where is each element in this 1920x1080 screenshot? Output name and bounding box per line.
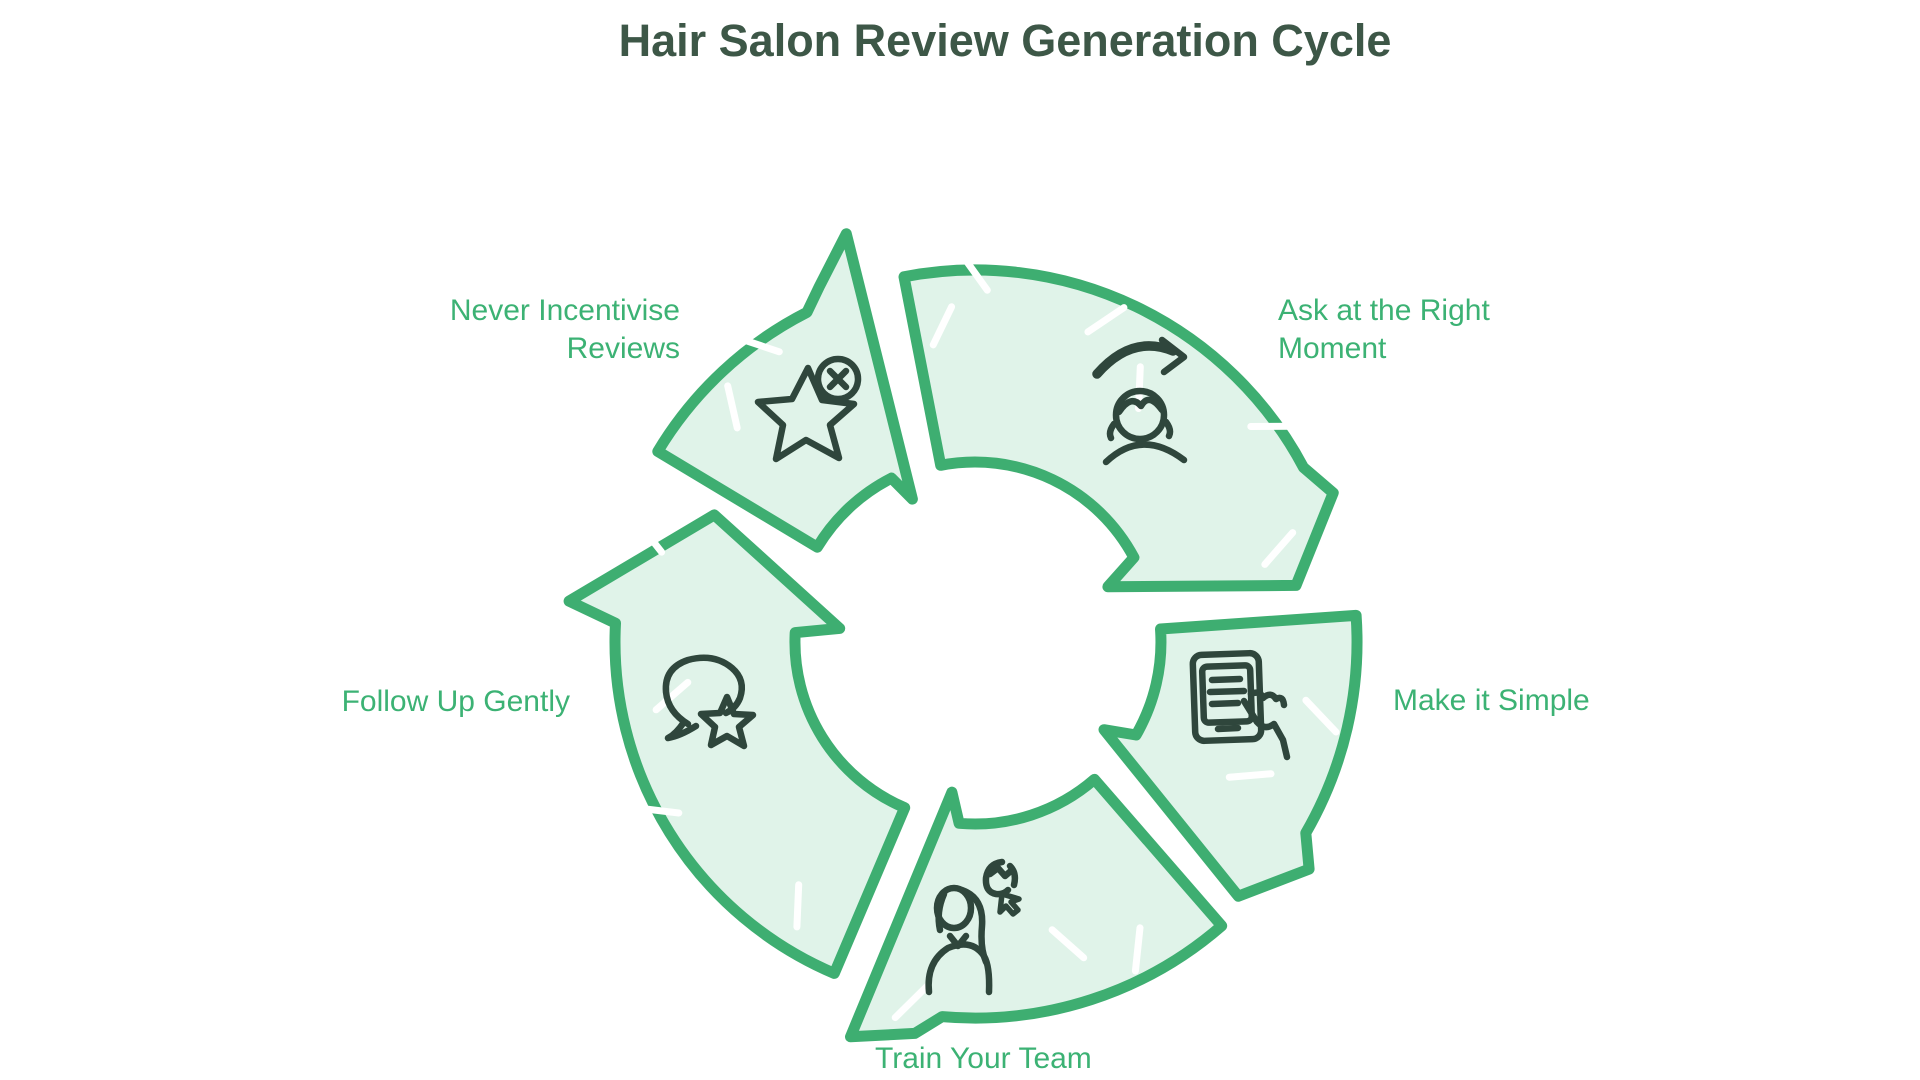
- page-title: Hair Salon Review Generation Cycle: [618, 15, 1392, 66]
- team-members-icon: [925, 858, 1022, 996]
- star-crossed-out-icon: [754, 355, 862, 463]
- step-label-never-incentivise: Never Incentivise Reviews: [449, 294, 680, 365]
- step-label-make-it-simple: Make it Simple: [1393, 684, 1590, 717]
- person-signal-icon: [1092, 336, 1188, 466]
- chat-bubble-star-icon: [662, 654, 757, 750]
- tablet-hand-icon: [1189, 649, 1291, 761]
- step-label-ask-at-right-moment: Ask at the Right Moment: [1278, 294, 1490, 365]
- step-label-train-your-team: Train Your Team: [875, 1042, 1092, 1075]
- cycle-ring: [563, 228, 1363, 1043]
- step-label-follow-up-gently: Follow Up Gently: [341, 685, 570, 718]
